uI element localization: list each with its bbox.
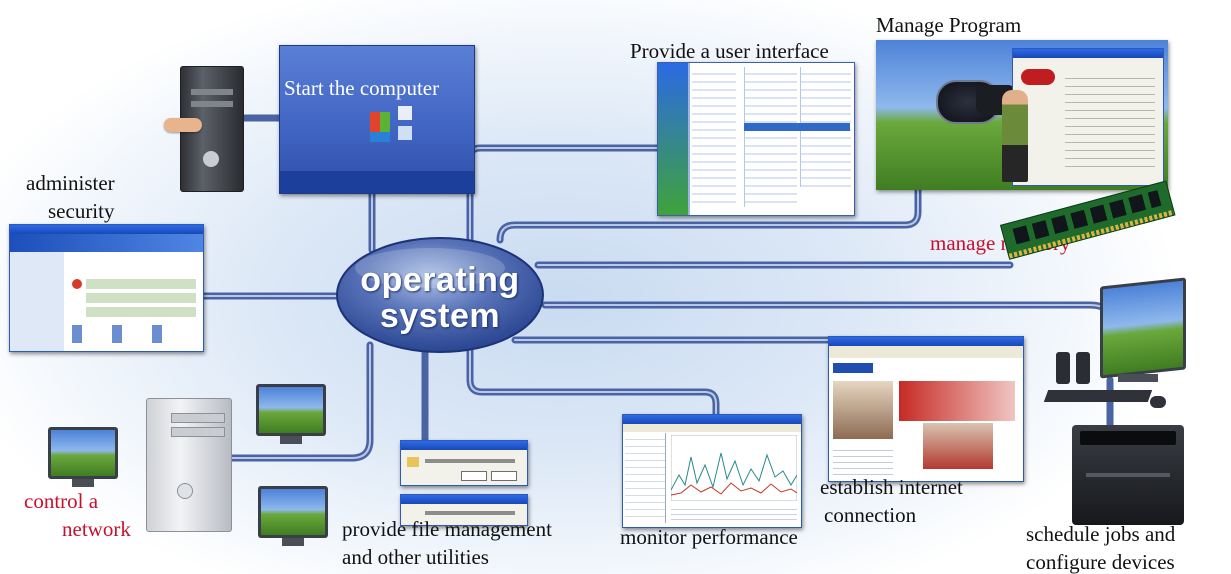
file-mgmt-label-2: and other utilities <box>342 545 489 569</box>
keyboard <box>1043 390 1153 402</box>
file-dialog-2 <box>400 494 528 526</box>
server-tower <box>146 398 232 532</box>
lcd-monitor <box>1100 277 1186 379</box>
control-a-label: control a <box>24 489 99 513</box>
security-center-screenshot <box>9 224 204 352</box>
schedule-label-1: schedule jobs and <box>1026 522 1176 546</box>
hub-line-1: operating <box>360 261 520 299</box>
start-computer-label: Start the computer <box>284 76 440 100</box>
line-to-user-interface <box>466 144 661 266</box>
administer-label: administer <box>26 171 115 195</box>
network-label: network <box>62 517 131 541</box>
finger-icon <box>164 118 202 132</box>
hub-ellipse <box>336 237 544 353</box>
hub-title: operating system <box>335 262 545 334</box>
hub-line-2: system <box>379 297 501 335</box>
line-to-performance <box>466 346 720 419</box>
person-figure <box>1002 90 1028 182</box>
internet-label-1: establish internet <box>820 475 963 499</box>
network-monitor-left <box>48 427 118 479</box>
internet-browser-screenshot <box>828 336 1024 482</box>
network-monitor-bottom <box>258 486 328 538</box>
performance-graph <box>671 435 797 501</box>
user-interface-label: Provide a user interface <box>630 39 829 63</box>
printer <box>1072 425 1184 525</box>
shield-icon <box>72 279 82 289</box>
security-label: security <box>48 199 115 223</box>
folder-icon <box>407 457 419 467</box>
windows-logo-icon <box>370 112 390 132</box>
line-to-devices <box>541 301 1114 324</box>
internet-label-2: connection <box>824 503 917 527</box>
speaker-icon <box>1076 352 1090 384</box>
file-dialog-1 <box>400 440 528 486</box>
monitor-performance-label: monitor performance <box>620 525 798 549</box>
mouse-icon <box>1150 396 1166 408</box>
startup-screen: Start the computer <box>279 45 475 194</box>
performance-monitor-screenshot <box>622 414 802 528</box>
speaker-icon <box>1056 352 1070 384</box>
start-menu-screenshot <box>657 62 855 216</box>
schedule-label-2: configure devices <box>1026 550 1175 574</box>
network-monitor-top <box>256 384 326 436</box>
wizard-dialog <box>1012 48 1164 186</box>
file-mgmt-label-1: provide file management <box>342 517 552 541</box>
program-desktop-screenshot <box>876 40 1168 190</box>
manage-program-label: Manage Program <box>876 13 1022 37</box>
